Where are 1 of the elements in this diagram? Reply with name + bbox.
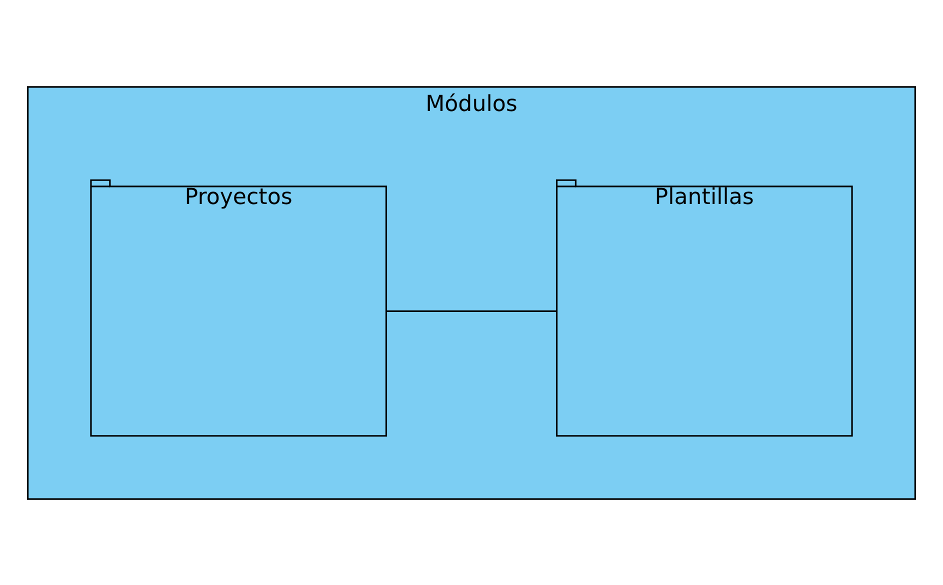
connector: [386, 310, 557, 312]
